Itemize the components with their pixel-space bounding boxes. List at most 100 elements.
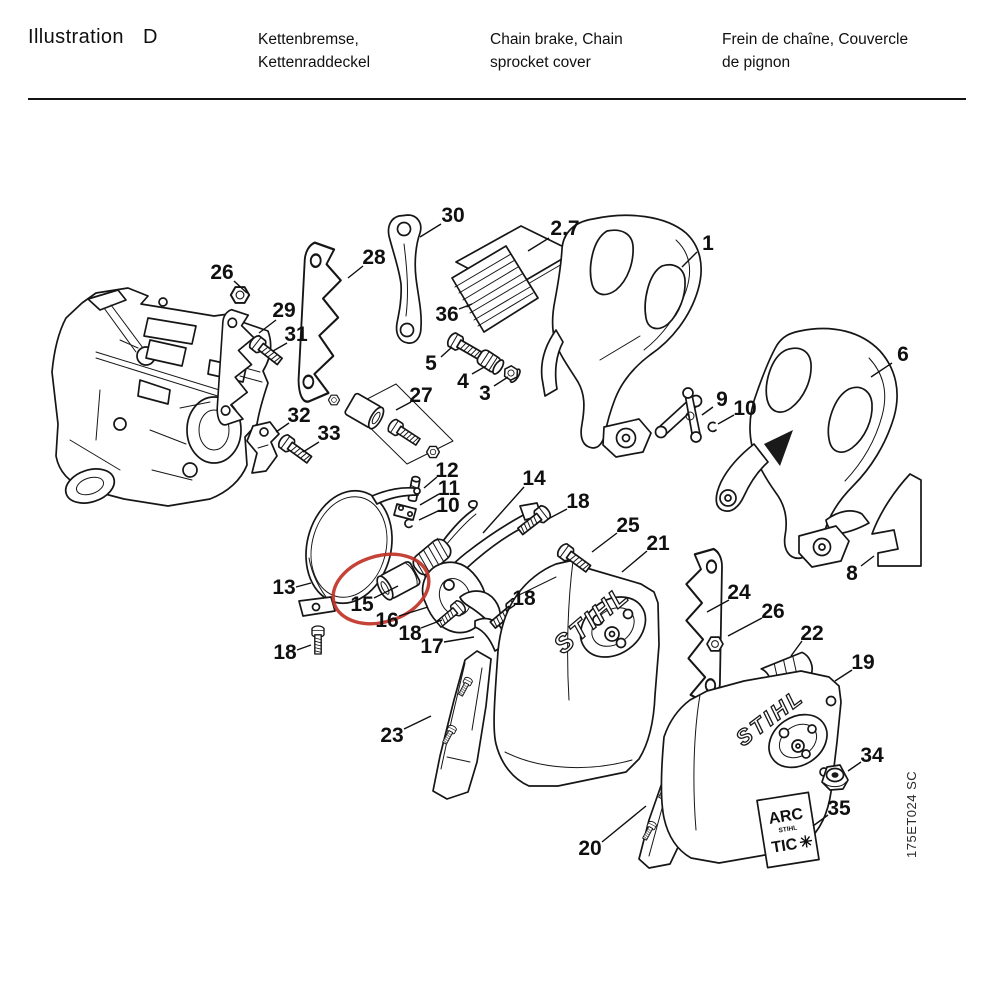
leader-line-34 — [847, 761, 862, 772]
part-callout-3: 3 — [479, 382, 491, 405]
part-callout-6: 6 — [897, 343, 909, 366]
part-callout-12: 12 — [435, 459, 458, 482]
part-callout-14: 14 — [522, 467, 546, 490]
leader-line-10 — [418, 510, 439, 521]
brake-band-13 — [298, 486, 421, 617]
leader-line-10 — [717, 414, 735, 425]
leader-line-3 — [493, 376, 509, 387]
header-divider — [28, 98, 966, 100]
leader-line-23 — [403, 715, 432, 730]
part-callout-26: 26 — [761, 600, 784, 623]
part-callout-24: 24 — [727, 581, 751, 604]
part-callout-26: 26 — [210, 261, 233, 284]
caption-english-line1: Chain brake, Chain — [490, 31, 623, 48]
leader-line-14 — [482, 486, 525, 534]
leader-line-9 — [701, 406, 714, 416]
leader-line-27 — [395, 401, 412, 411]
leader-line-18 — [420, 619, 443, 629]
leader-line-17 — [443, 636, 475, 643]
crankcase-assembly — [51, 287, 272, 507]
part-callout-13: 13 — [272, 576, 295, 599]
guide-strip-23 — [432, 650, 492, 800]
part-callout-10: 10 — [733, 397, 756, 420]
leader-line-32 — [275, 422, 290, 433]
nut-3 — [500, 363, 522, 384]
leader-line-13 — [295, 582, 312, 588]
caption-german-line1: Kettenbremse, — [258, 31, 359, 48]
leader-line-18 — [547, 508, 568, 520]
part-callout-19: 19 — [851, 651, 874, 674]
nut-26-left — [229, 286, 251, 304]
caption-french-line1: Frein de chaîne, Couvercle — [722, 31, 909, 48]
part-callout-25: 25 — [616, 514, 640, 537]
guard-plate-8 — [871, 473, 922, 567]
part-callout-32: 32 — [287, 404, 310, 427]
leader-line-21 — [621, 550, 648, 573]
leader-line-15 — [373, 585, 399, 599]
bracket-32 — [246, 421, 280, 474]
hand-guard-1 — [540, 214, 702, 458]
leader-line-24 — [706, 599, 730, 613]
leader-lines — [233, 223, 893, 843]
part-callout-36: 36 — [435, 303, 458, 326]
part-callout-22: 22 — [800, 622, 823, 645]
caption-french-line2: de pignon — [722, 54, 791, 71]
leader-line-5 — [440, 346, 453, 358]
highlight-circle-part-15 — [331, 552, 431, 626]
part-callout-18: 18 — [398, 622, 422, 645]
part-callout-5: 5 — [425, 352, 437, 375]
part-callout-9: 9 — [716, 388, 728, 411]
leader-line-33 — [302, 441, 320, 453]
part-callout-18: 18 — [512, 587, 536, 610]
nut-26-right — [706, 636, 724, 652]
page-title-word: Illustration — [28, 26, 124, 48]
bumper-spike-24 — [685, 547, 724, 706]
leader-line-11 — [419, 493, 440, 506]
ribbed-plate-36 — [451, 245, 539, 333]
snowflake-icon: ✳ — [798, 833, 814, 852]
screw-18-band — [311, 625, 325, 655]
part-callout-2,7: 2,7 — [550, 217, 579, 240]
leader-line-31 — [272, 342, 288, 352]
header-caption-german: Kettenbremse, Kettenraddeckel — [258, 28, 370, 74]
part-callout-34: 34 — [860, 744, 884, 767]
drawing-number: 175ET024 SC — [904, 771, 919, 858]
roller-4 — [476, 349, 505, 375]
part-callout-28: 28 — [362, 246, 386, 269]
part-callout-29: 29 — [272, 299, 295, 322]
part-callout-27: 27 — [409, 384, 432, 407]
part-callout-31: 31 — [284, 323, 308, 346]
part-callout-35: 35 — [827, 797, 851, 820]
tensioner-kit-27 — [327, 383, 454, 465]
part-callout-33: 33 — [317, 422, 340, 445]
leader-line-22 — [790, 640, 803, 657]
leader-line-18 — [296, 644, 312, 651]
leader-line-20 — [601, 805, 647, 843]
hand-guard-6 — [715, 327, 898, 568]
leader-line-8 — [860, 555, 875, 567]
handle-30 — [387, 214, 423, 344]
leader-line-12 — [423, 476, 438, 489]
part-callout-4: 4 — [457, 370, 469, 393]
leader-line-16 — [398, 606, 429, 617]
part-callout-18: 18 — [273, 641, 297, 664]
leader-line-26 — [727, 617, 763, 637]
part-callout-20: 20 — [578, 837, 601, 860]
caption-german-line2: Kettenraddeckel — [258, 54, 371, 71]
part-callout-10: 10 — [436, 494, 459, 517]
leader-line-30 — [419, 223, 442, 238]
leader-line-36 — [458, 303, 473, 310]
part-callout-16: 16 — [375, 609, 398, 632]
sprocket-cover-21: STIHL — [493, 559, 660, 787]
leader-line-35 — [812, 814, 829, 827]
part-callout-23: 23 — [380, 724, 403, 747]
part-callout-17: 17 — [420, 635, 443, 658]
leader-line-25 — [591, 532, 618, 553]
leader-line-1 — [681, 251, 698, 268]
part-callout-30: 30 — [441, 204, 464, 227]
part-callout-18: 18 — [566, 490, 590, 513]
